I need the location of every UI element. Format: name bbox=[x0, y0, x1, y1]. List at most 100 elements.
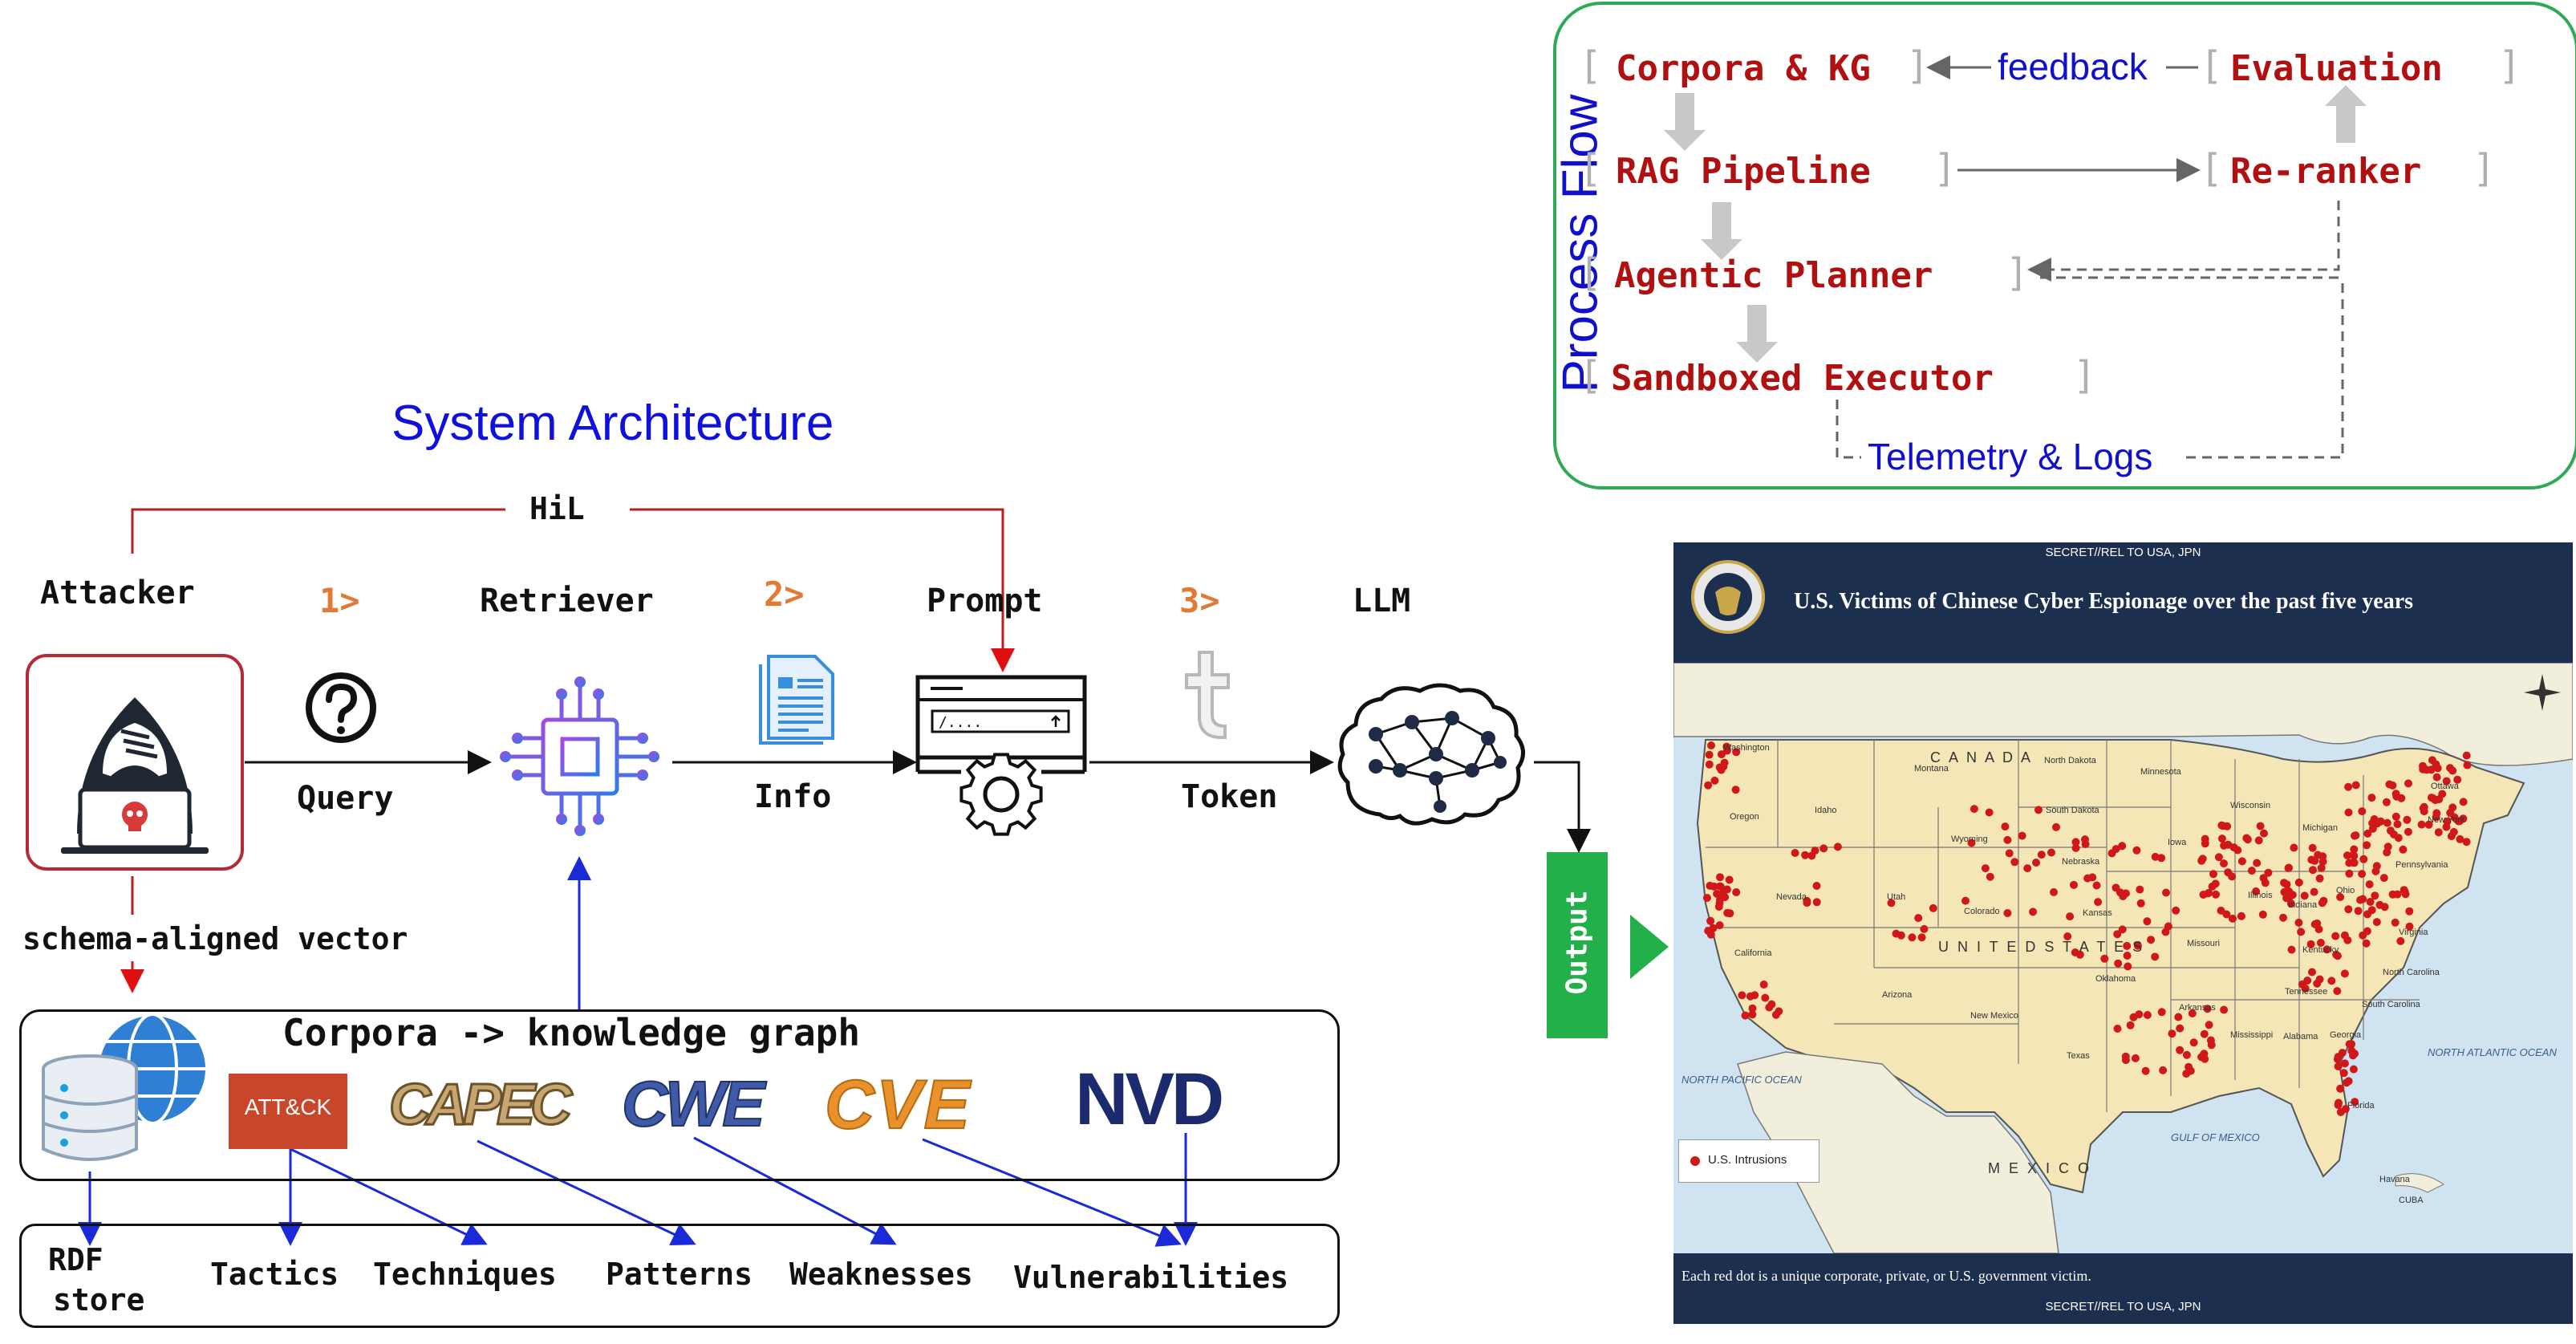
llm-output-arrow bbox=[1534, 761, 1591, 853]
map-caption: Each red dot is a unique corporate, priv… bbox=[1681, 1268, 2091, 1284]
intrusion-dot bbox=[2172, 906, 2180, 915]
intrusion-dot bbox=[2371, 867, 2380, 875]
intrusion-dot bbox=[2351, 781, 2360, 790]
intrusion-dot bbox=[2279, 913, 2287, 922]
intrusion-dot bbox=[2132, 846, 2141, 855]
intrusion-dot bbox=[2359, 895, 2367, 903]
intrusion-dot bbox=[2290, 843, 2298, 852]
intrusion-dot bbox=[2052, 822, 2060, 831]
rdf-store-line2: store bbox=[53, 1282, 145, 1318]
intrusion-dot bbox=[2317, 863, 2326, 872]
query-label: Query bbox=[297, 780, 394, 817]
intrusion-dot bbox=[2121, 1056, 2130, 1065]
intrusion-dot bbox=[2453, 775, 2462, 784]
intrusion-dot bbox=[1819, 844, 1828, 853]
intrusion-dot bbox=[2217, 834, 2226, 843]
intrusion-dot bbox=[2380, 903, 2389, 912]
intrusion-dot bbox=[2298, 980, 2306, 989]
intrusion-dot bbox=[2294, 918, 2303, 927]
intrusion-dot bbox=[2133, 941, 2142, 950]
bracket-open: [ bbox=[1579, 250, 1602, 295]
intrusion-dot bbox=[2118, 842, 2127, 851]
intrusion-dot bbox=[1791, 849, 1799, 857]
intrusion-dot bbox=[2018, 831, 2026, 840]
prompt-label: Prompt bbox=[927, 583, 1043, 619]
intrusion-dot bbox=[2459, 814, 2468, 823]
intrusion-dot bbox=[1887, 899, 1896, 908]
intrusion-dot bbox=[2432, 809, 2441, 818]
intrusion-dot bbox=[2363, 927, 2371, 936]
bracket-close: ] bbox=[2473, 146, 2496, 191]
intrusion-dot bbox=[1706, 916, 1715, 925]
output-label: Output bbox=[1560, 890, 1594, 995]
intrusion-dot bbox=[2131, 1054, 2140, 1062]
output-techniques: Techniques bbox=[373, 1257, 557, 1292]
intrusion-dot bbox=[2349, 851, 2358, 859]
intrusion-dot bbox=[2001, 822, 2010, 831]
intrusion-dot bbox=[2264, 868, 2273, 877]
intrusion-dot bbox=[2345, 869, 2354, 878]
intrusion-dot bbox=[2222, 910, 2231, 919]
intrusion-dot bbox=[2157, 1008, 2166, 1017]
step-3-label: 3> bbox=[1179, 581, 1220, 620]
intrusion-dot bbox=[2050, 887, 2058, 896]
intrusion-dot bbox=[1716, 882, 1725, 891]
intrusion-dot bbox=[2310, 856, 2319, 865]
intrusion-dot bbox=[2404, 779, 2412, 788]
cve-to-vulnerabilities-arrow bbox=[922, 1138, 1182, 1247]
output-vulnerabilities: Vulnerabilities bbox=[1013, 1260, 1289, 1295]
intrusion-dot bbox=[2336, 1108, 2345, 1116]
intrusion-dot bbox=[2168, 1029, 2176, 1038]
intrusion-dot bbox=[2333, 952, 2342, 960]
prompt-window-icon: /.... bbox=[915, 675, 1087, 836]
intrusion-dot bbox=[2309, 866, 2317, 875]
intrusion-dot bbox=[2188, 1009, 2197, 1017]
intrusion-dot bbox=[2066, 912, 2075, 921]
intrusion-dot bbox=[2310, 920, 2319, 928]
intrusion-dot bbox=[2362, 939, 2371, 948]
intrusion-dot bbox=[2258, 910, 2267, 919]
intrusion-dot bbox=[2308, 843, 2317, 852]
intrusion-dot bbox=[2327, 977, 2336, 985]
intrusion-dot bbox=[2358, 870, 2367, 879]
state-label: Colorado bbox=[1964, 907, 2000, 916]
intrusion-dot bbox=[2228, 872, 2237, 881]
intrusion-dot bbox=[2029, 908, 2038, 916]
attck-logo: ATT&CK bbox=[229, 1074, 347, 1149]
output-weaknesses: Weaknesses bbox=[789, 1257, 973, 1292]
intrusion-dot bbox=[2220, 841, 2229, 850]
state-label: Oregon bbox=[1730, 812, 1759, 822]
intrusion-dot bbox=[2344, 905, 2353, 914]
intrusion-dot bbox=[2394, 834, 2403, 843]
intrusion-dot bbox=[2315, 874, 2324, 883]
bracket-open: [ bbox=[1579, 353, 1602, 398]
reranker-node: Re-ranker bbox=[2230, 151, 2422, 192]
reranker-to-evaluation-block-arrow bbox=[2325, 85, 2367, 143]
database-icon bbox=[42, 1013, 209, 1161]
intrusion-dot bbox=[2334, 1053, 2343, 1062]
intrusion-dot bbox=[2367, 794, 2376, 802]
intrusion-dot bbox=[2186, 1066, 2195, 1075]
intrusion-dot bbox=[2435, 795, 2444, 804]
intrusion-dot bbox=[2037, 851, 2046, 859]
intrusion-dot bbox=[2071, 838, 2080, 847]
intrusion-dot bbox=[2229, 914, 2237, 923]
intrusion-dot bbox=[2428, 756, 2436, 765]
intrusion-dot bbox=[2388, 890, 2397, 899]
intrusion-dot bbox=[2463, 761, 2472, 769]
intrusion-dot bbox=[2100, 954, 2109, 963]
bracket-open: [ bbox=[1579, 146, 1602, 191]
intrusion-dot bbox=[2382, 798, 2391, 806]
map-label-ottawa: Ottawa bbox=[2431, 782, 2459, 791]
intrusion-dot bbox=[2129, 1013, 2138, 1021]
intrusion-dot bbox=[1961, 896, 1970, 905]
intrusion-dot bbox=[2400, 886, 2408, 895]
map-label-mexico: M E X I C O bbox=[1988, 1160, 2092, 1176]
bracket-close: ] bbox=[1933, 146, 1957, 191]
intrusion-dot bbox=[2403, 815, 2412, 824]
intrusion-dot bbox=[2253, 859, 2262, 867]
info-label: Info bbox=[754, 778, 832, 815]
intrusion-dot bbox=[2372, 918, 2381, 927]
state-label: South Dakota bbox=[2046, 806, 2099, 815]
intrusion-dot bbox=[2396, 936, 2405, 945]
